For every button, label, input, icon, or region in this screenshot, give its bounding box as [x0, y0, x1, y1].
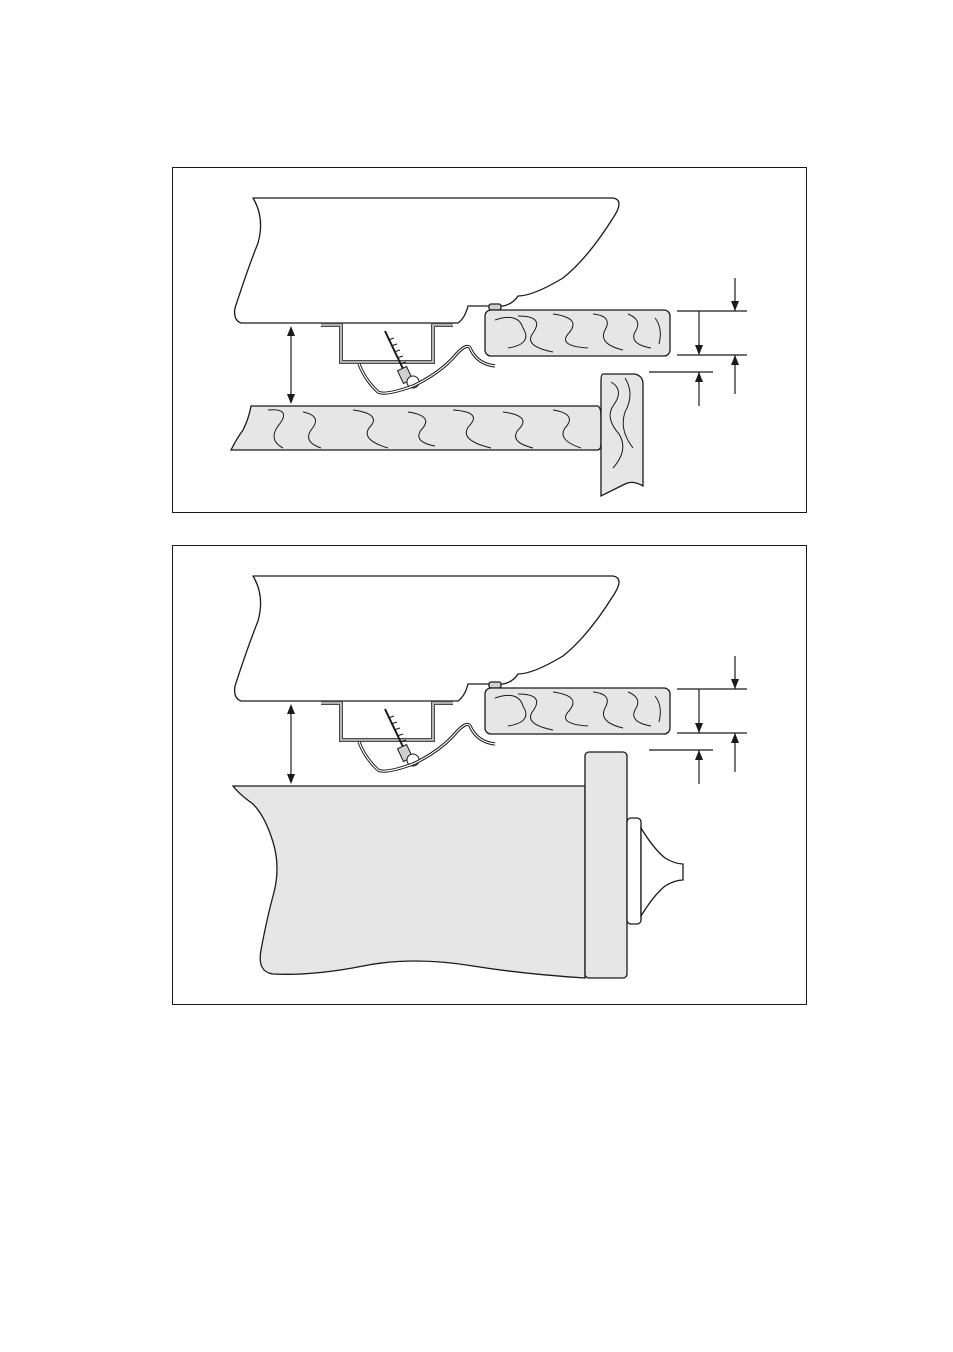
countertop-section	[485, 688, 670, 734]
basin-shape	[235, 576, 619, 701]
door-knob	[627, 818, 683, 924]
basin-shape	[235, 198, 619, 323]
seal-nub	[489, 682, 501, 688]
worktop-board	[231, 406, 601, 450]
panel-top-drawing	[173, 168, 808, 514]
panel-bottom-drawing	[173, 546, 808, 1006]
mounting-bracket	[321, 325, 453, 362]
gap-dimension-arrow	[287, 326, 295, 404]
cabinet-door	[585, 752, 627, 978]
screw	[385, 709, 419, 766]
spring-clip	[359, 346, 495, 393]
screw	[385, 331, 419, 388]
countertop-section	[485, 310, 670, 356]
diagram-panel-bottom	[172, 545, 807, 1005]
mounting-bracket	[321, 703, 453, 740]
spring-clip	[359, 724, 495, 771]
diagram-panel-top	[172, 167, 807, 513]
cabinet	[233, 752, 683, 978]
edge-strip	[601, 374, 643, 496]
gap-dimension-arrow	[287, 704, 295, 784]
seal-nub	[489, 304, 501, 310]
